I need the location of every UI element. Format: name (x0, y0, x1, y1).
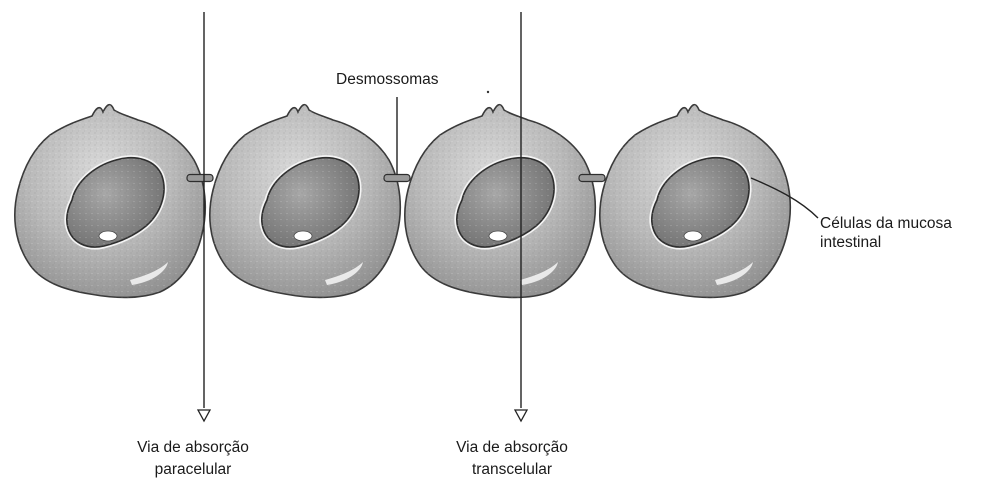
cells-label-line1: Células da mucosa (820, 215, 952, 232)
intestinal-cell-4 (600, 105, 790, 298)
desmosome-junction-2 (384, 175, 410, 182)
intestinal-cell-1 (15, 105, 205, 298)
desmosomes-label: Desmossomas (336, 71, 439, 88)
desmosome-junction-1 (187, 175, 213, 182)
cells-label-line2: intestinal (820, 234, 881, 251)
paracellular-arrowhead-icon (198, 410, 210, 421)
transcellular-arrowhead-icon (515, 410, 527, 421)
transcellular-label-line1: Via de absorção (456, 439, 568, 456)
intestinal-cell-3 (405, 105, 595, 298)
intestinal-cell-2 (210, 105, 400, 298)
desmosome-junction-3 (579, 175, 605, 182)
speck-dot (487, 91, 489, 93)
paracellular-label-line2: paracelular (155, 461, 232, 478)
paracellular-label-line1: Via de absorção (137, 439, 249, 456)
transcellular-label-line2: transcelular (472, 461, 552, 478)
